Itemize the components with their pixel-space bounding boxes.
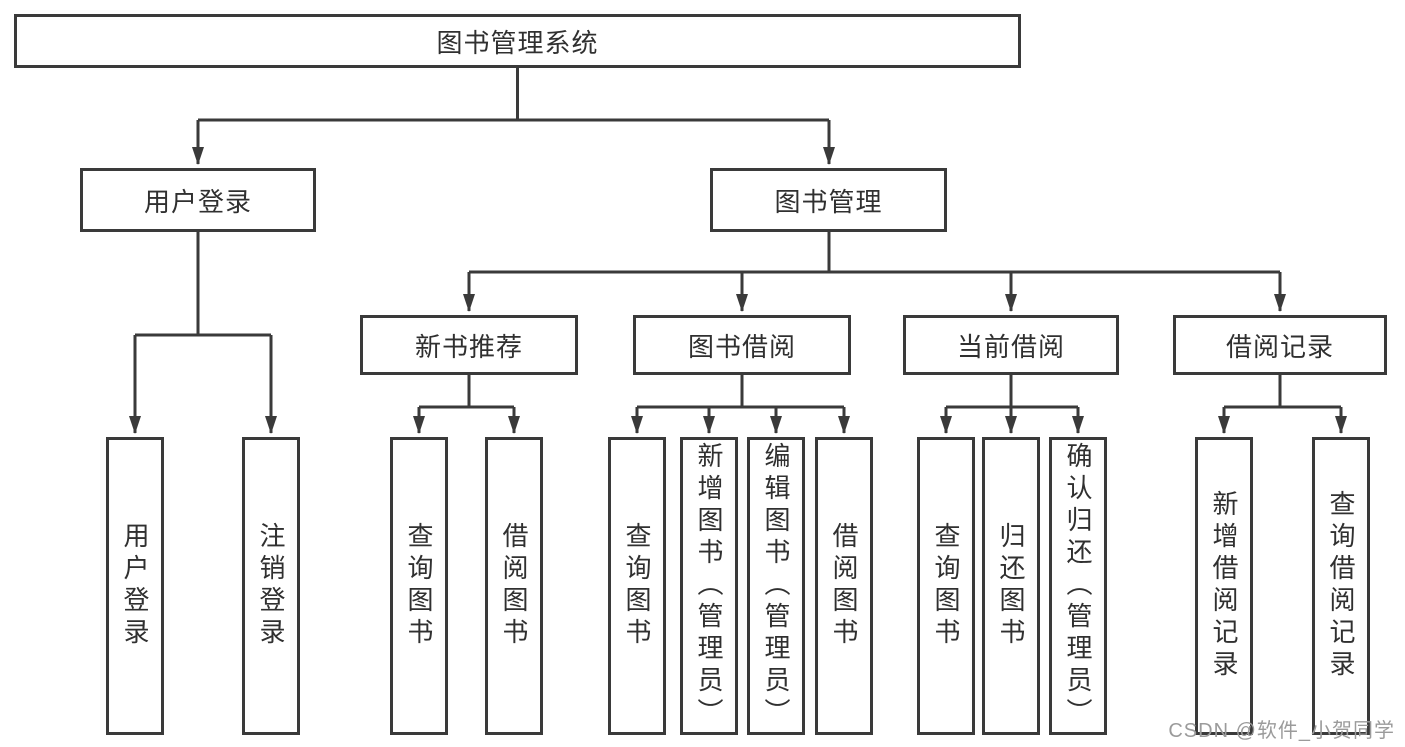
csdn-watermark: CSDN @软件_小贺同学 <box>1168 720 1395 742</box>
leaf-bb-borrow-books-label: 借阅图书 <box>829 522 859 650</box>
leaf-cb-confirm-return-admin: 确认归还（管理员） <box>1049 437 1107 735</box>
leaf-cb-query-books-label: 查询图书 <box>931 522 961 650</box>
leaf-user-login-label: 用户登录 <box>120 522 150 650</box>
leaf-bb-query-books: 查询图书 <box>608 437 666 735</box>
leaf-br-add-record: 新增借阅记录 <box>1195 437 1253 735</box>
leaf-rec-borrow-books-label: 借阅图书 <box>499 522 529 650</box>
leaf-bb-add-books-admin: 新增图书（管理员） <box>680 437 738 735</box>
node-borrow-records: 借阅记录 <box>1173 315 1387 375</box>
node-book-mgmt: 图书管理 <box>710 168 947 232</box>
leaf-bb-edit-books-admin-label: 编辑图书（管理员） <box>761 442 791 730</box>
node-user-login-label: 用户登录 <box>143 186 252 217</box>
node-book-borrow: 图书借阅 <box>633 315 851 375</box>
leaf-rec-query-books: 查询图书 <box>390 437 448 735</box>
node-book-mgmt-label: 图书管理 <box>774 186 883 217</box>
node-root: 图书管理系统 <box>14 14 1021 68</box>
leaf-bb-query-books-label: 查询图书 <box>622 522 652 650</box>
node-new-book-rec-label: 新书推荐 <box>414 331 523 362</box>
leaf-bb-borrow-books: 借阅图书 <box>815 437 873 735</box>
node-new-book-rec: 新书推荐 <box>360 315 578 375</box>
leaf-bb-add-books-admin-label: 新增图书（管理员） <box>694 442 724 730</box>
node-user-login: 用户登录 <box>80 168 316 232</box>
leaf-cb-return-books-label: 归还图书 <box>996 522 1026 650</box>
node-current-borrow-label: 当前借阅 <box>956 331 1065 362</box>
leaf-logout-label: 注销登录 <box>256 522 286 650</box>
node-book-borrow-label: 图书借阅 <box>687 331 796 362</box>
node-current-borrow: 当前借阅 <box>903 315 1119 375</box>
leaf-bb-edit-books-admin: 编辑图书（管理员） <box>747 437 805 735</box>
node-root-label: 图书管理系统 <box>436 27 599 58</box>
leaf-rec-query-books-label: 查询图书 <box>404 522 434 650</box>
leaf-user-login: 用户登录 <box>106 437 164 735</box>
leaf-br-query-record-label: 查询借阅记录 <box>1326 490 1356 682</box>
leaf-cb-query-books: 查询图书 <box>917 437 975 735</box>
leaf-rec-borrow-books: 借阅图书 <box>485 437 543 735</box>
node-borrow-records-label: 借阅记录 <box>1225 331 1334 362</box>
leaf-logout: 注销登录 <box>242 437 300 735</box>
leaf-cb-confirm-return-admin-label: 确认归还（管理员） <box>1063 442 1093 730</box>
leaf-cb-return-books: 归还图书 <box>982 437 1040 735</box>
leaf-br-query-record: 查询借阅记录 <box>1312 437 1370 735</box>
leaf-br-add-record-label: 新增借阅记录 <box>1209 490 1239 682</box>
